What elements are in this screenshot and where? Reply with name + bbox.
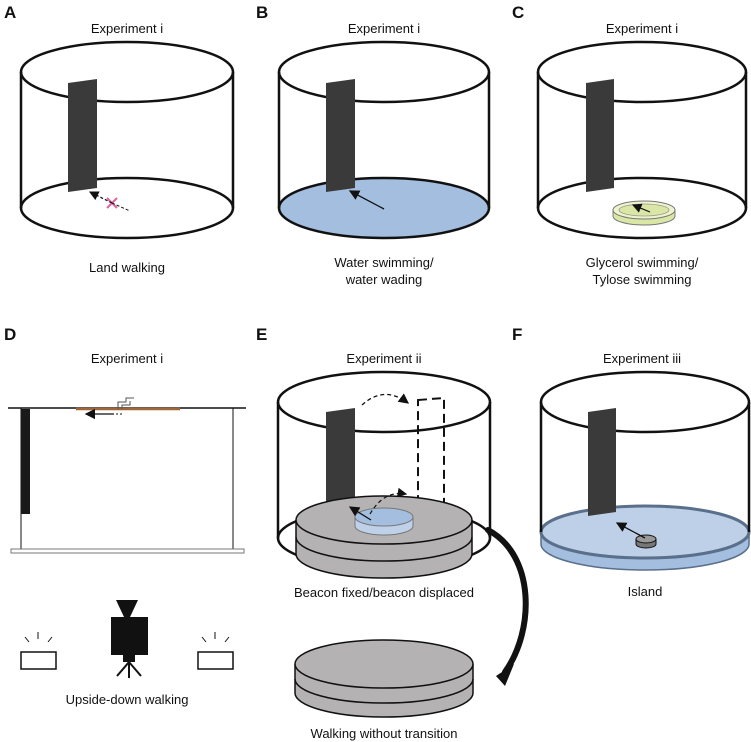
panel-c-caption-line1: Glycerol swimming/ <box>586 255 699 270</box>
panel-e-letter: E <box>256 325 267 344</box>
water-surface <box>539 504 751 560</box>
arena-cylinder <box>536 40 748 240</box>
camera-icon <box>111 600 148 678</box>
panel-f-caption: Island <box>628 584 663 599</box>
panel-d-letter: D <box>4 325 16 344</box>
arena-cylinder <box>539 370 751 532</box>
beacon-stripe <box>586 79 614 192</box>
panel-c-letter: C <box>512 3 524 22</box>
transition-arrowhead <box>496 664 514 686</box>
stacked-platform-no-transition <box>294 639 474 718</box>
glycerol-dish <box>612 200 676 226</box>
beacon-stripe <box>588 408 616 516</box>
panel-a-experiment-label: Experiment i <box>91 21 163 36</box>
panel-e-experiment-label: Experiment ii <box>346 351 421 366</box>
beacon-stripe <box>326 79 355 192</box>
upside-down-arena <box>8 397 246 554</box>
beacon-stripe <box>68 79 97 192</box>
transition-arrow <box>485 527 529 675</box>
panel-e-caption-2: Walking without transition <box>311 726 458 741</box>
panel-c: C Experiment i Glycerol swimming/ Tylose… <box>512 3 748 287</box>
panel-b-experiment-label: Experiment i <box>348 21 420 36</box>
arena-cylinder <box>277 40 491 240</box>
swim-arrow <box>631 203 651 213</box>
panel-a: A Experiment i Land walking <box>4 3 235 275</box>
walk-trail <box>111 202 131 212</box>
swim-arrow <box>615 522 646 539</box>
beacon-shift-arrow <box>361 393 410 406</box>
panel-d: D Experiment i <box>4 325 246 707</box>
panel-f: F Experiment iii Island <box>512 325 751 599</box>
panel-f-experiment-label: Experiment iii <box>603 351 681 366</box>
displaced-beacon-outline <box>417 396 445 512</box>
panel-c-experiment-label: Experiment i <box>606 21 678 36</box>
walk-arrow <box>88 191 113 204</box>
right-light <box>197 632 234 670</box>
walk-arrow <box>348 506 372 521</box>
panel-b-caption-line1: Water swimming/ <box>334 255 434 270</box>
water-well <box>354 507 414 536</box>
panel-c-caption-line2: Tylose swimming <box>593 272 692 287</box>
panel-d-experiment-label: Experiment i <box>91 351 163 366</box>
panel-f-letter: F <box>512 325 522 344</box>
displaced-walk-arrow <box>369 487 408 515</box>
beacon-stripe <box>21 409 30 514</box>
water-surface <box>279 178 489 238</box>
panel-b-caption-line2: water wading <box>345 272 423 287</box>
arena-cylinder <box>19 40 235 240</box>
panel-a-letter: A <box>4 3 16 22</box>
panel-e-caption: Beacon fixed/beacon displaced <box>294 585 474 600</box>
swim-arrow <box>348 190 385 210</box>
panel-d-caption: Upside-down walking <box>66 692 189 707</box>
panel-e: E Experiment ii Beacon fixed/beacon disp… <box>256 325 529 741</box>
island-platform <box>635 534 657 549</box>
panel-b-letter: B <box>256 3 268 22</box>
panel-a-caption: Land walking <box>89 260 165 275</box>
panel-b: B Experiment i Water swimming/ water wad… <box>256 3 491 287</box>
beacon-stripe <box>326 408 355 519</box>
left-light <box>20 632 57 670</box>
